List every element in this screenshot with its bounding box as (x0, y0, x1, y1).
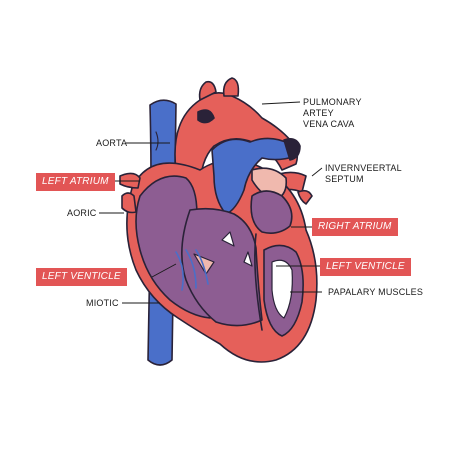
badge-left-ventricle-left: LEFT VENTICLE (36, 268, 127, 286)
label-aoric: AORIC (67, 208, 97, 218)
label-interventricular-septum: INVERNVEERTAL SEPTUM (325, 163, 402, 184)
label-pulmonary-artery: PULMONARY ARTEY VENA CAVA (303, 97, 362, 129)
label-aorta: AORTA (96, 138, 128, 148)
badge-left-atrium: LEFT ATRIUM (36, 173, 115, 191)
ventricle-chamber (181, 207, 263, 327)
label-papillary-muscles: PAPALARY MUSCLES (328, 287, 424, 297)
badge-right-atrium: RIGHT ATRIUM (312, 218, 398, 236)
badge-left-ventricle-right: LEFT VENTICLE (320, 258, 411, 276)
leader-lines (99, 101, 323, 304)
right-atrium-chamber (250, 190, 293, 234)
label-miotic: MIOTIC (86, 298, 119, 308)
